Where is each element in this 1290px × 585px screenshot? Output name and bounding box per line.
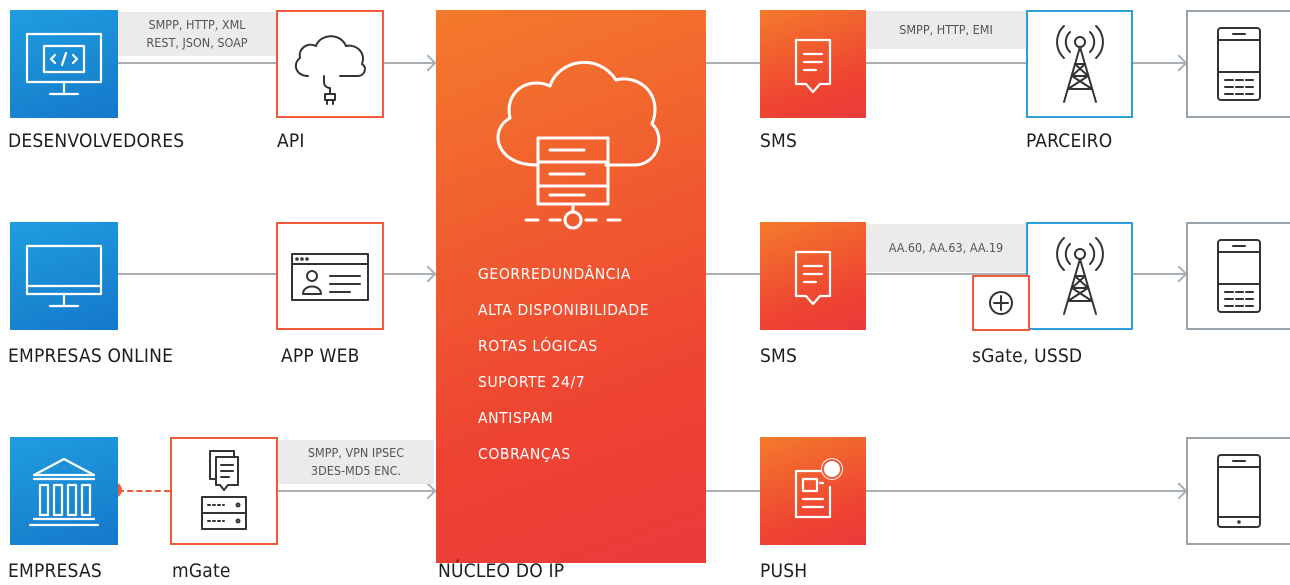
antenna-tower-icon [1056, 237, 1104, 315]
developers-label: DESENVOLVEDORES [8, 130, 185, 152]
connector-line [1133, 62, 1185, 64]
connector-line [384, 273, 434, 275]
connector-line [706, 490, 760, 492]
arrow-head [1170, 482, 1188, 500]
gateway-protocols-badge: AA.60, AA.63, AA.19 [866, 224, 1026, 272]
online-companies-label: EMPRESAS ONLINE [8, 345, 174, 367]
partner-label: PARCEIRO [1026, 130, 1113, 152]
core-feature: ANTISPAM [478, 409, 554, 427]
device-box [1186, 437, 1290, 545]
connector-line [706, 62, 760, 64]
mgate-protocols-badge: SMPP, VPN IPSEC 3DES-MD5 ENC. [278, 440, 434, 484]
message-icon [794, 38, 832, 94]
push-tile [760, 437, 866, 545]
core-label: NÚCLEO DO IP [438, 560, 565, 582]
protocols-line: SMPP, VPN IPSEC [307, 445, 405, 460]
code-monitor-icon [25, 32, 103, 96]
api-label: API [277, 130, 305, 152]
sms-tile [760, 10, 866, 118]
connector-line [1133, 273, 1185, 275]
sms-label: SMS [760, 345, 798, 367]
smartphone-icon [1217, 27, 1261, 101]
core-feature: SUPORTE 24/7 [478, 373, 586, 391]
dashed-connector [118, 490, 170, 492]
cloud-plug-icon [294, 35, 366, 105]
core-feature: ALTA DISPONIBILIDADE [478, 301, 650, 319]
tablet-icon [1217, 454, 1261, 528]
developers-tile [10, 10, 118, 118]
protocols-badge: SMPP, HTTP, XML REST, JSON, SOAP [118, 12, 276, 56]
plus-module-box [972, 275, 1030, 331]
enterprises-label: EMPRESAS [8, 560, 102, 582]
mgate-box [170, 437, 278, 545]
partner-box [1026, 10, 1133, 118]
bank-icon [28, 457, 100, 527]
message-icon [794, 250, 832, 306]
protocols-line: SMPP, HTTP, XML [148, 17, 246, 32]
device-box [1186, 222, 1290, 330]
plus-circle-icon [989, 291, 1013, 315]
api-box [276, 10, 384, 118]
enterprises-tile [10, 437, 118, 545]
arrow-head [419, 265, 437, 283]
webapp-label: APP WEB [281, 345, 360, 367]
core-feature: COBRANÇAS [478, 445, 571, 463]
arrow-head [1170, 265, 1188, 283]
protocols-line: SMPP, HTTP, EMI [899, 22, 993, 37]
mgate-label: mGate [172, 560, 231, 582]
gateway-label: sGate, USSD [972, 345, 1083, 367]
core-feature: GEORREDUNDÂNCIA [478, 265, 631, 283]
connector-line [118, 62, 276, 64]
protocols-line: 3DES-MD5 ENC. [310, 463, 402, 478]
device-box [1186, 10, 1290, 118]
webapp-box [276, 222, 384, 330]
connector-line [384, 62, 434, 64]
arrow-head [419, 54, 437, 72]
protocols-line: AA.60, AA.63, AA.19 [888, 240, 1004, 255]
connector-line [866, 490, 1185, 492]
arrow-head [1170, 54, 1188, 72]
core-panel: GEORREDUNDÂNCIA ALTA DISPONIBILIDADE ROT… [436, 10, 706, 563]
arrow-head [419, 482, 437, 500]
core-features-list: GEORREDUNDÂNCIA ALTA DISPONIBILIDADE ROT… [478, 256, 649, 472]
protocols-line: REST, JSON, SOAP [146, 35, 248, 50]
antenna-tower-icon [1056, 25, 1104, 103]
sms-tile [760, 222, 866, 330]
web-profile-icon [291, 253, 369, 301]
connector-line [118, 273, 276, 275]
push-notification-icon [794, 458, 843, 519]
sms-label: SMS [760, 130, 798, 152]
documents-server-icon [201, 450, 247, 530]
connector-line [706, 273, 760, 275]
smartphone-icon [1217, 239, 1261, 313]
monitor-icon [25, 244, 103, 308]
connector-line [866, 62, 1026, 64]
partner-protocols-badge: SMPP, HTTP, EMI [866, 11, 1026, 49]
connector-line [866, 273, 1026, 275]
cloud-server-icon [496, 60, 661, 230]
online-companies-tile [10, 222, 118, 330]
core-feature: ROTAS LÓGICAS [478, 337, 598, 355]
push-label: PUSH [760, 560, 808, 582]
connector-line [278, 490, 434, 492]
gateway-box [1026, 222, 1133, 330]
